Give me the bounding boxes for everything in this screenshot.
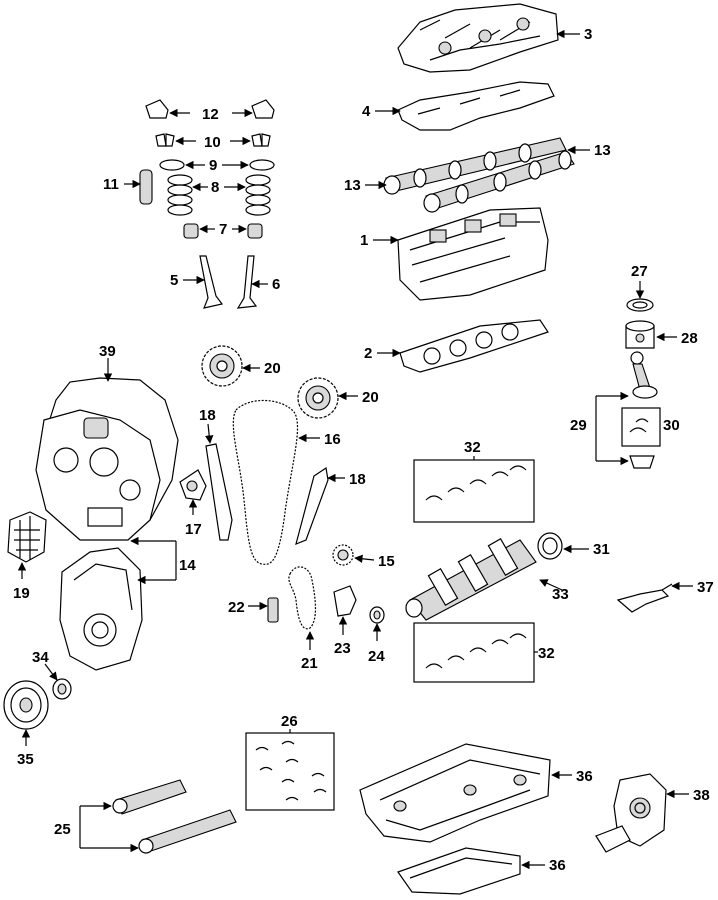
- balance-shaft-bearings-box: [245, 732, 335, 811]
- camshaft-upper: [383, 137, 567, 195]
- balance-shaft-lower: [138, 809, 237, 854]
- callout-2: 2: [364, 345, 372, 362]
- callout-27: 27: [631, 263, 648, 280]
- callout-4: 4: [362, 103, 371, 120]
- callout-35: 35: [17, 751, 34, 768]
- callout-24: 24: [368, 648, 385, 665]
- rocker-arm-right: [251, 99, 275, 119]
- rocker-arm-left: [145, 99, 169, 119]
- callout-29: 29: [570, 417, 587, 434]
- callout-1: 1: [360, 232, 368, 249]
- callout-36a: 36: [576, 768, 593, 785]
- callout-17: 17: [185, 521, 202, 538]
- rod-cap: [629, 455, 655, 469]
- camshaft-lower: [423, 150, 575, 213]
- timing-chain-guide-left: [205, 443, 233, 541]
- valve-keepers: [155, 133, 271, 147]
- callout-13a: 13: [594, 142, 611, 159]
- callout-22: 22: [228, 599, 245, 616]
- crankshaft-sprocket: [332, 544, 354, 566]
- callout-32a: 32: [464, 439, 481, 456]
- callout-37: 37: [697, 579, 714, 596]
- valve-cover-gasket: [397, 81, 555, 131]
- oil-pan-lower: [397, 847, 521, 895]
- main-bearings-upper-box: [413, 459, 535, 523]
- leader-34: [44, 663, 58, 681]
- callout-10: 10: [204, 134, 221, 151]
- callout-8: 8: [211, 179, 219, 196]
- leader-15: [354, 554, 375, 563]
- cylinder-head: [397, 207, 549, 301]
- callout-36b: 36: [549, 857, 566, 874]
- callout-5: 5: [170, 272, 178, 289]
- callout-25: 25: [54, 821, 71, 838]
- callout-28: 28: [681, 330, 698, 347]
- callout-26: 26: [281, 713, 298, 730]
- oil-pump-pickup-tube: [616, 583, 673, 613]
- callout-14: 14: [179, 557, 196, 574]
- callout-31: 31: [593, 541, 610, 558]
- callout-18b: 18: [349, 471, 366, 488]
- callout-33: 33: [552, 586, 569, 603]
- callout-13b: 13: [344, 177, 361, 194]
- leader-18a: [205, 423, 214, 444]
- leader-33: [539, 579, 563, 591]
- valve-cover: [397, 3, 559, 73]
- timing-chain-tensioner: [179, 469, 207, 501]
- callout-12: 12: [202, 106, 219, 123]
- callout-38: 38: [693, 787, 710, 804]
- timing-chain-guide-right: [295, 466, 329, 546]
- front-seal-small: [369, 606, 385, 624]
- piston-rings: [626, 298, 654, 312]
- rod-bearing-box: [621, 407, 661, 447]
- callout-18a: 18: [199, 407, 216, 424]
- rear-main-seal: [537, 532, 563, 560]
- camshaft-sprocket-left: [201, 345, 243, 387]
- callout-20a: 20: [264, 360, 281, 377]
- valve-springs: [167, 174, 271, 216]
- vacuum-pump: [7, 511, 47, 563]
- oil-pump-chain-tensioner: [333, 585, 357, 617]
- callout-19: 19: [13, 585, 30, 602]
- callout-23: 23: [334, 640, 351, 657]
- crankshaft: [405, 537, 537, 621]
- oil-pan-upper: [359, 743, 551, 843]
- callout-9: 9: [209, 157, 217, 174]
- oil-pump-chain-guide: [267, 597, 279, 623]
- valve-lash-adjuster: [139, 169, 153, 205]
- oil-pump: [595, 773, 667, 853]
- callout-3: 3: [584, 26, 592, 43]
- valve-stem-seals: [183, 223, 263, 239]
- intake-valve: [199, 255, 224, 309]
- oil-pump-chain: [288, 566, 317, 630]
- callout-21: 21: [301, 655, 318, 672]
- callout-32b: 32: [538, 645, 555, 662]
- balance-shaft-upper: [112, 779, 187, 815]
- callout-20b: 20: [362, 389, 379, 406]
- crankshaft-front-seal: [52, 678, 72, 700]
- camshaft-sprocket-right: [297, 377, 339, 419]
- engine-front-cover-upper: [35, 409, 161, 541]
- callout-30: 30: [663, 417, 680, 434]
- head-gasket: [399, 319, 549, 373]
- callout-6: 6: [272, 276, 280, 293]
- callout-7: 7: [219, 221, 227, 238]
- engine-front-cover-lower: [59, 547, 143, 671]
- timing-chain: [232, 399, 299, 565]
- callout-15: 15: [378, 553, 395, 570]
- exhaust-valve: [236, 255, 258, 309]
- callout-16: 16: [324, 431, 341, 448]
- callout-39: 39: [99, 343, 116, 360]
- callout-11: 11: [103, 176, 119, 193]
- connecting-rod: [630, 351, 658, 399]
- piston: [625, 320, 655, 349]
- valve-spring-retainers: [159, 159, 275, 171]
- crankshaft-balancer: [3, 680, 49, 730]
- callout-34: 34: [32, 649, 49, 666]
- main-bearings-lower-box: [413, 622, 535, 683]
